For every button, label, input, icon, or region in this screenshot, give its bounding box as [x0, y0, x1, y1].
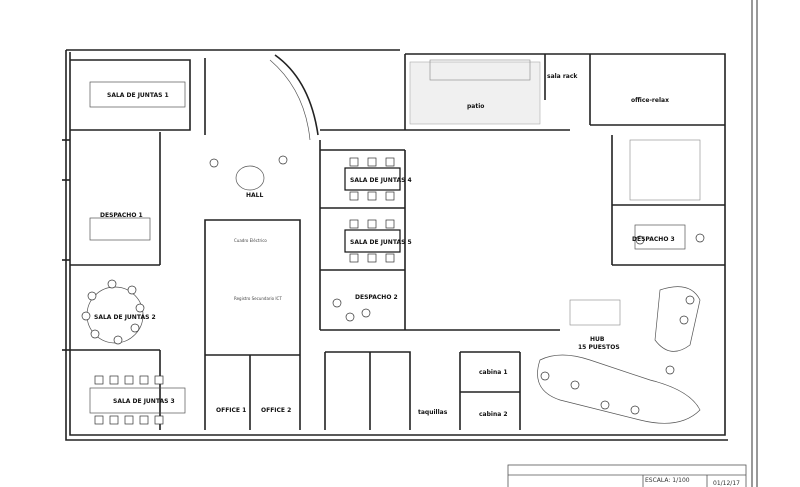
label-sala-juntas-3: SALA DE JUNTAS 3 [113, 398, 175, 405]
patio-area [409, 61, 541, 125]
label-sala-rack: sala rack [547, 73, 578, 80]
label-office-relax: office-relax [631, 97, 669, 104]
label-sala-juntas-4: SALA DE JUNTAS 4 [350, 177, 412, 184]
room-labels: SALA DE JUNTAS 1 HALL SALA DE JUNTAS 4 S… [94, 73, 675, 418]
table-sala-juntas-4 [344, 167, 401, 191]
label-despacho-3: DESPACHO 3 [632, 236, 675, 243]
scale-label: ESCALA: 1/100 [645, 477, 690, 484]
chairs [81, 155, 705, 425]
date-label: 01/12/17 [713, 480, 740, 487]
table-sala-juntas-3 [89, 387, 186, 414]
label-cabina-2: cabina 2 [479, 411, 508, 418]
label-registro-ict: Registro Secundario ICT [234, 296, 282, 301]
table-sala-juntas-1 [89, 81, 186, 108]
label-hub-puestos: 15 PUESTOS [578, 344, 620, 351]
label-despacho-1: DESPACHO 1 [100, 212, 143, 219]
outer-walls [62, 49, 728, 441]
hall-ring [235, 165, 265, 191]
label-office-2: OFFICE 2 [261, 407, 291, 414]
label-sala-juntas-5: SALA DE JUNTAS 5 [350, 239, 412, 246]
label-taquillas: taquillas [418, 409, 448, 416]
furniture [86, 59, 701, 424]
title-block: ESCALA: 1/100 01/12/17 [507, 0, 758, 487]
label-hall: HALL [246, 192, 263, 199]
label-sala-juntas-1: SALA DE JUNTAS 1 [107, 92, 169, 99]
label-patio: patio [467, 103, 484, 110]
label-cuadro-electrico: Cuadro Eléctrico [234, 238, 267, 243]
label-cabina-1: cabina 1 [479, 369, 508, 376]
label-hub: HUB [590, 336, 605, 343]
table-sala-juntas-5 [344, 229, 401, 253]
label-despacho-2: DESPACHO 2 [355, 294, 398, 301]
label-office-1: OFFICE 1 [216, 407, 246, 414]
label-sala-juntas-2: SALA DE JUNTAS 2 [94, 314, 156, 321]
